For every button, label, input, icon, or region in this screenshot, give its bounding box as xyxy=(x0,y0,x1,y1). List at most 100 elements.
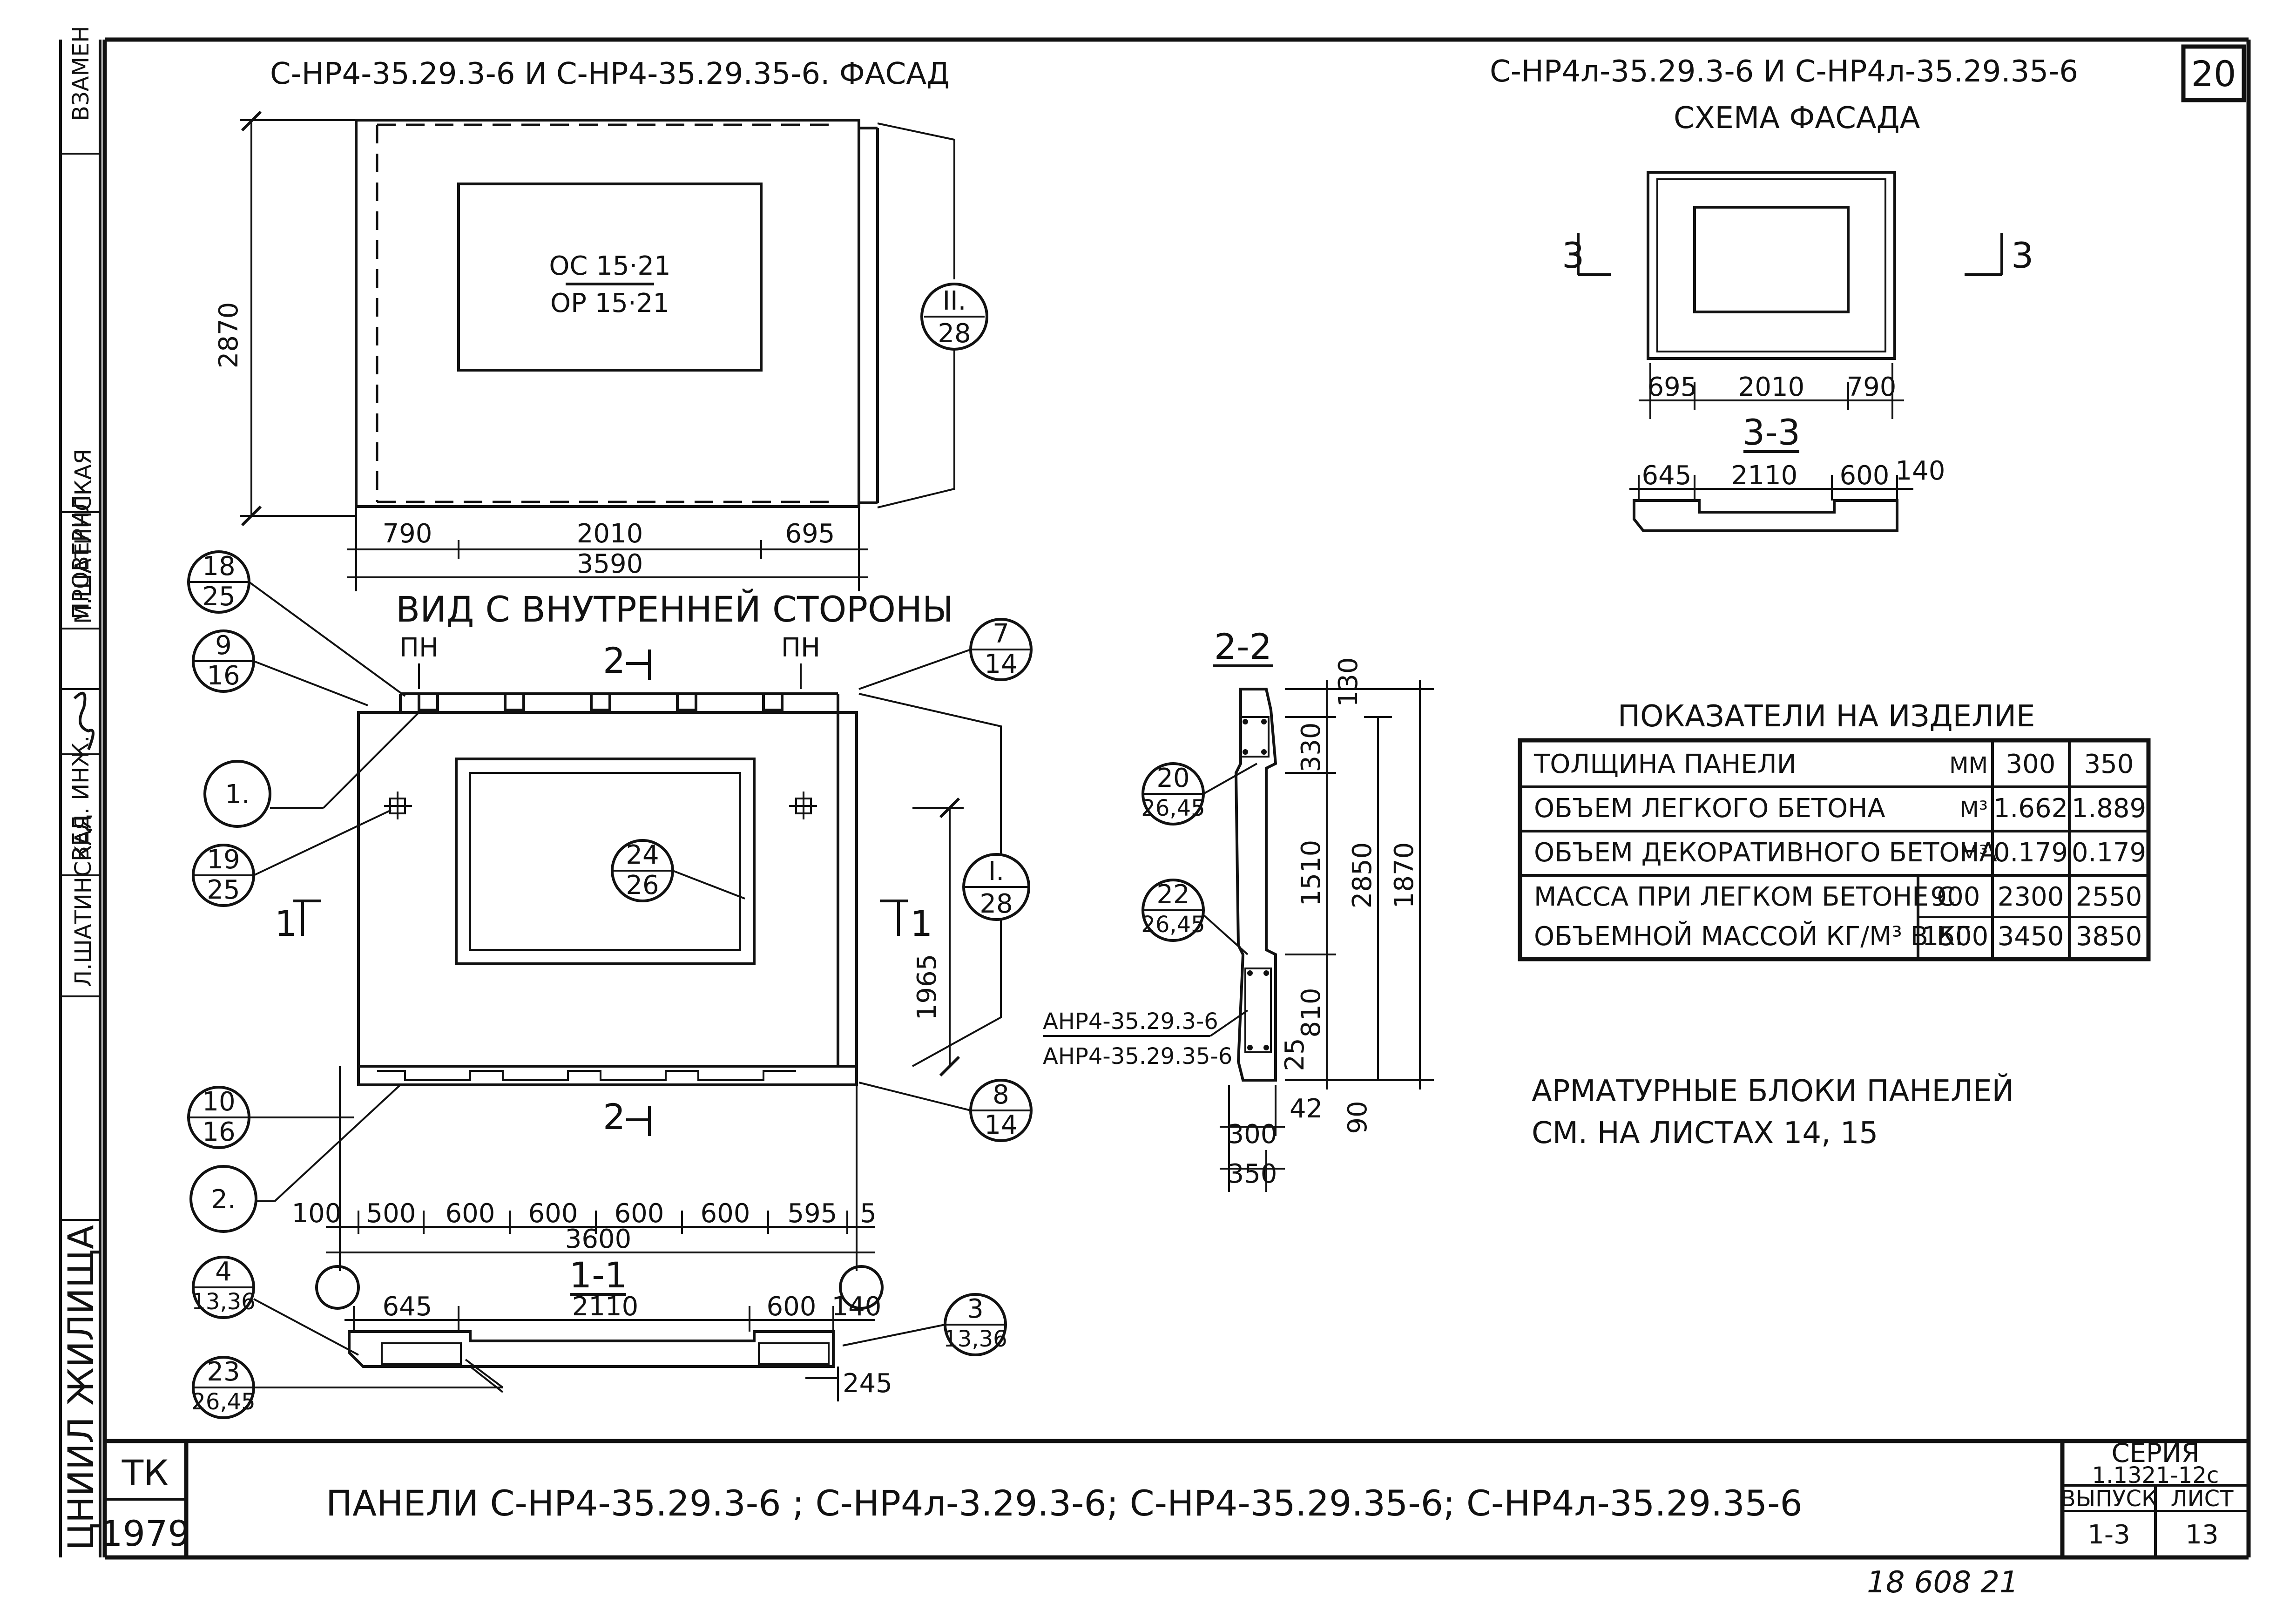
inner-dim-600d: 600 xyxy=(701,1198,750,1229)
svg-text:I.: I. xyxy=(988,856,1004,886)
sheet-value: 13 xyxy=(2185,1520,2218,1550)
s22-dim-810: 810 xyxy=(1296,988,1326,1038)
axis-marker-left xyxy=(315,1265,360,1310)
scheme-s33-dim-140: 140 xyxy=(1896,456,1945,486)
ind-mass-2-v2: 3850 xyxy=(2076,921,2142,952)
pn-left-label: ПН xyxy=(399,633,439,663)
callout-7-14: 7 14 xyxy=(858,618,1033,690)
ind-mass-density-2: 1500 xyxy=(1922,921,1989,952)
callout-9-16: 9 16 xyxy=(192,629,368,706)
margin-role-1: ВЕД. ИНЖ. xyxy=(68,736,94,861)
callout-10-16: 10 16 xyxy=(187,1086,354,1149)
inner-dim-5: 5 xyxy=(860,1198,877,1229)
svg-text:25: 25 xyxy=(202,582,235,612)
window-label-top: ОС 15·21 xyxy=(549,251,670,281)
inner-dim-500: 500 xyxy=(366,1198,416,1229)
s22-dim-2850: 2850 xyxy=(1347,842,1378,909)
drawing-title: ПАНЕЛИ С-НР4-35.29.3-6 ; С-НР4л-3.29.3-6… xyxy=(326,1482,1803,1524)
callout-24-26: 24 26 xyxy=(611,839,745,902)
svg-text:1.: 1. xyxy=(225,779,250,810)
ind-row-1-unit: ММ xyxy=(1949,752,1988,778)
callout-3-13-36: 3 13,36 xyxy=(842,1293,1007,1356)
pn-right-label: ПН xyxy=(781,633,820,663)
svg-text:26,45: 26,45 xyxy=(1141,795,1205,821)
callout-facade-bottom: 28 xyxy=(938,318,971,349)
callout-1: 1. xyxy=(203,711,420,828)
ind-row-2-v2: 1.889 xyxy=(2072,793,2146,824)
s22-dim-300: 300 xyxy=(1228,1119,1277,1150)
inner-dim-100: 100 xyxy=(292,1198,342,1229)
margin-role-2: ПРОВЕРИЛ xyxy=(68,495,94,619)
s22-dim-42: 42 xyxy=(1290,1094,1323,1124)
callout-I-28: I. 28 xyxy=(858,693,1030,1067)
callout-23-26-45: 23 26,45 xyxy=(191,1356,504,1419)
scheme-s33-dim-2110: 2110 xyxy=(1731,460,1798,491)
facade-dim-height: 2870 xyxy=(214,302,244,369)
inner-dim-600c: 600 xyxy=(615,1198,664,1229)
svg-text:2.: 2. xyxy=(211,1184,236,1215)
svg-text:20: 20 xyxy=(1156,763,1189,793)
ind-row-1-label: ТОЛЩИНА ПАНЕЛИ xyxy=(1533,749,1797,779)
svg-text:16: 16 xyxy=(207,661,240,691)
inner-dim-595: 595 xyxy=(788,1198,838,1229)
svg-text:18: 18 xyxy=(202,551,235,582)
issue-label: ВЫПУСК xyxy=(2060,1486,2157,1512)
ind-row-2-unit: М³ xyxy=(1959,797,1988,823)
svg-text:10: 10 xyxy=(202,1087,235,1117)
svg-text:14: 14 xyxy=(984,1110,1017,1140)
scheme-dim-695: 695 xyxy=(1648,372,1697,402)
section-mark-1-right: 1 xyxy=(910,903,932,944)
svg-text:19: 19 xyxy=(207,845,240,875)
inner-dim-total: 3600 xyxy=(565,1224,632,1254)
svg-text:25: 25 xyxy=(207,875,240,905)
ind-row-1-v2: 350 xyxy=(2084,749,2134,779)
s22-dim-350: 350 xyxy=(1228,1159,1277,1189)
note-line-2: СМ. НА ЛИСТАХ 14, 15 xyxy=(1532,1116,1878,1150)
ind-row-3-v2: 0.179 xyxy=(2072,838,2146,868)
ind-row-3-unit: М³ xyxy=(1959,841,1988,867)
rebar-note: АРМАТУРНЫЕ БЛОКИ ПАНЕЛЕЙ СМ. НА ЛИСТАХ 1… xyxy=(1532,1073,2014,1150)
series-value: 1.1321-12с xyxy=(2092,1462,2219,1489)
ind-row-1-v1: 300 xyxy=(2006,749,2056,779)
scheme-mark-right: 3 xyxy=(2011,235,2033,276)
callout-8-14: 8 14 xyxy=(858,1079,1033,1142)
svg-text:26,45: 26,45 xyxy=(1141,912,1205,938)
facade-dim-total: 3590 xyxy=(577,549,643,579)
svg-text:23: 23 xyxy=(207,1357,240,1387)
margin-stamp-text: ВЗАМЕН xyxy=(68,26,94,121)
section-mark-2-bottom: 2 xyxy=(603,1096,625,1137)
ind-row-2-label: ОБЪЕМ ЛЕГКОГО БЕТОНА xyxy=(1534,793,1885,824)
svg-text:16: 16 xyxy=(202,1117,235,1147)
svg-text:13,36: 13,36 xyxy=(191,1289,255,1315)
svg-text:4: 4 xyxy=(215,1257,232,1287)
callout-20-26-45: 20 26,45 xyxy=(1141,762,1257,826)
s22-dim-90: 90 xyxy=(1343,1101,1373,1134)
s11-dim-140: 140 xyxy=(832,1292,882,1322)
note-line-1: АРМАТУРНЫЕ БЛОКИ ПАНЕЛЕЙ xyxy=(1532,1073,2014,1109)
facade-title: С-НР4-35.29.3-6 И С-НР4-35.29.35-6. ФАСА… xyxy=(270,57,950,91)
ind-mass-label-1: МАССА ПРИ ЛЕГКОМ БЕТОНЕ С xyxy=(1534,882,1955,912)
window-label-bottom: ОР 15·21 xyxy=(550,288,669,318)
axis-marker-right xyxy=(839,1265,884,1310)
svg-text:24: 24 xyxy=(626,840,659,870)
svg-text:8: 8 xyxy=(993,1080,1009,1110)
tk-label: ТК xyxy=(122,1452,169,1494)
s22-dim-130: 130 xyxy=(1333,657,1364,707)
ind-mass-2-v1: 3450 xyxy=(1998,921,2064,952)
section-1-1-title: 1-1 xyxy=(569,1254,627,1296)
s22-dim-330: 330 xyxy=(1296,723,1326,772)
s11-dim-2110: 2110 xyxy=(572,1292,639,1322)
svg-text:26: 26 xyxy=(626,870,659,900)
issue-value: 1-3 xyxy=(2087,1520,2130,1550)
margin-name-2: Л.ШАТИНСКАЯ xyxy=(70,814,96,987)
scheme-mark-left: 3 xyxy=(1562,235,1584,276)
archive-stamp-code: 18 608 21 xyxy=(1867,1565,2019,1600)
scheme-s33-dim-600: 600 xyxy=(1840,460,1890,491)
section-mark-1-left: 1 xyxy=(275,903,297,944)
ind-row-2-v1: 1.662 xyxy=(1993,793,2068,824)
ind-row-3-label: ОБЪЕМ ДЕКОРАТИВНОГО БЕТОНА xyxy=(1534,838,1997,868)
ind-mass-density-1: 900 xyxy=(1931,882,1980,912)
title-block: ТК 1979 ПАНЕЛИ С-НР4-35.29.3-6 ; С-НР4л-… xyxy=(100,1438,2249,1557)
callout-facade-top: II. xyxy=(943,286,966,316)
inner-view: ВИД С ВНУТРЕННЕЙ СТОРОНЫ ПН ПН 2 xyxy=(275,588,964,1310)
